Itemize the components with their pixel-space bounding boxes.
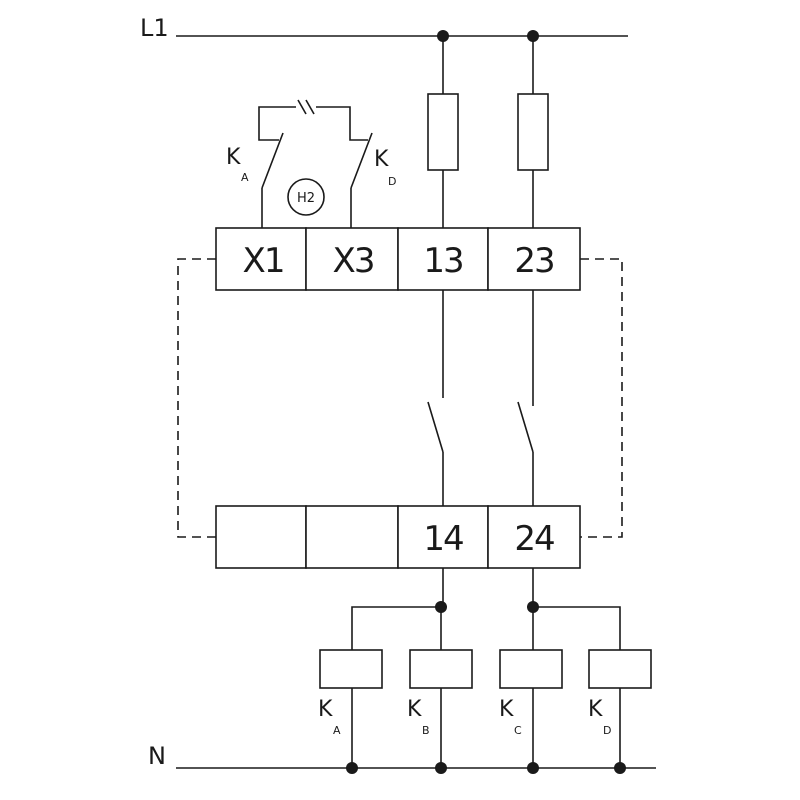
n-label: N: [148, 742, 166, 770]
contact-kd-sub: D: [388, 175, 396, 188]
coil-kb: [409, 649, 473, 689]
coil-ka-label: K: [318, 697, 333, 722]
terminal-23: [487, 227, 581, 291]
terminal-24-label: 24: [514, 519, 554, 559]
wire-24-kd: [533, 606, 621, 650]
coil-kd-label: K: [588, 697, 603, 722]
l1-label: L1: [140, 14, 169, 42]
coil-kb-sub: B: [422, 724, 430, 737]
coil-kc: [499, 649, 563, 689]
terminal-14-label: 14: [423, 519, 463, 559]
contact-ka-sub: A: [241, 171, 249, 184]
n-junction-ka: [346, 762, 358, 774]
terminal-blank-2: [305, 505, 399, 569]
coil-ka-sub: A: [333, 724, 341, 737]
contact-ka: [261, 132, 284, 189]
n-junction-kd: [614, 762, 626, 774]
fuse-1: [427, 93, 459, 171]
coil-kd: [588, 649, 652, 689]
contact-kd: [350, 132, 373, 189]
terminal-x3-label: X3: [333, 241, 374, 281]
terminal-13-label: 13: [423, 241, 462, 281]
terminal-x1: [215, 227, 307, 291]
coil-kd-sub: D: [603, 724, 611, 737]
contact-kd-label: K: [374, 147, 389, 172]
housing-outline-left: [177, 258, 216, 538]
n-junction-kb: [435, 762, 447, 774]
coil-kc-sub: C: [514, 724, 522, 737]
n-junction-kc: [527, 762, 539, 774]
relay-contact-23-24: [517, 290, 534, 506]
terminal-24: [487, 505, 581, 569]
bottom-terminal-block: [215, 505, 581, 569]
terminal-x1-label: X1: [243, 241, 284, 281]
relay-contact-13-14: [427, 290, 444, 506]
coil-kb-label: K: [407, 697, 422, 722]
terminal-blank-1: [215, 505, 307, 569]
coil-ka: [319, 649, 383, 689]
top-terminal-block: [215, 227, 581, 291]
terminal-23-label: 23: [514, 241, 553, 281]
aux-contact-loop: [258, 99, 373, 228]
terminal-x3: [305, 227, 399, 291]
lamp-h2: [287, 178, 325, 216]
fuse-2: [517, 93, 549, 171]
housing-outline-right: [580, 258, 623, 538]
wire-14-ka: [351, 606, 441, 650]
contact-ka-label: K: [226, 145, 241, 170]
coil-kc-label: K: [499, 697, 514, 722]
lamp-h2-label: H2: [297, 191, 315, 206]
